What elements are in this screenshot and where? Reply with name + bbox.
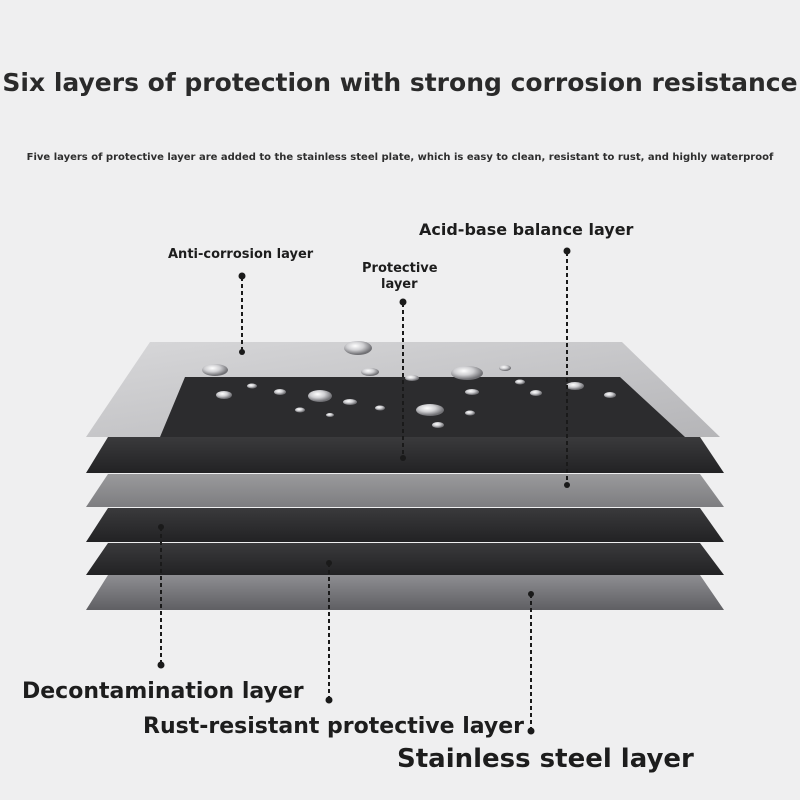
label-acid-base: Acid-base balance layer (419, 220, 634, 239)
leader-dots (157, 247, 571, 735)
page-title: Six layers of protection with strong cor… (2, 68, 798, 97)
label-protective-line2: layer (381, 277, 418, 292)
water-droplets (202, 341, 616, 428)
decontamination-layer-plate (86, 508, 724, 542)
rust-resistant-layer-plate (86, 543, 724, 575)
acid-base-layer-plate (86, 474, 724, 507)
leader-lines (160, 252, 568, 731)
label-protective-line1: Protective (362, 261, 438, 276)
protective-layer-plate (86, 437, 724, 473)
label-rust-resistant: Rust-resistant protective layer (143, 714, 525, 739)
page-subtitle: Five layers of protective layer are adde… (26, 152, 774, 163)
label-decontamination: Decontamination layer (22, 679, 304, 704)
label-stainless-steel: Stainless steel layer (397, 744, 694, 774)
label-anti-corrosion: Anti-corrosion layer (168, 247, 314, 262)
stainless-steel-layer-plate (86, 575, 724, 610)
